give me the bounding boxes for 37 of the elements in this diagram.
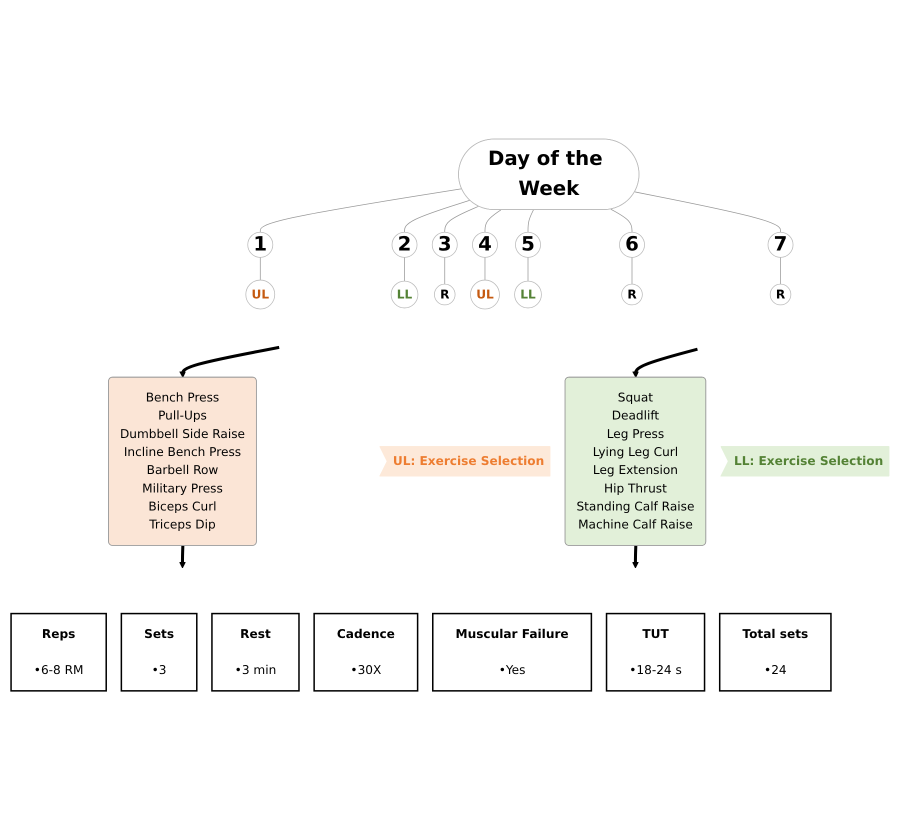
arrow (179, 345, 280, 378)
node-box: TUT •18-24 s (606, 612, 706, 692)
node-circle: LL (390, 280, 418, 308)
node-circle: 1 (247, 231, 274, 258)
node-circle: LL (514, 280, 542, 308)
connector (634, 191, 781, 232)
node-box: Reps •6-8 RM (10, 612, 107, 692)
node-box: Rest •3 min (211, 612, 300, 692)
arrow (632, 347, 698, 378)
node-circle: R (621, 283, 643, 305)
connector (404, 256, 405, 282)
connector (404, 199, 470, 232)
arrow (632, 545, 639, 568)
node-circle: 2 (392, 231, 418, 258)
connector (260, 256, 261, 280)
node-box: Total sets •24 (718, 612, 832, 692)
connector (780, 256, 781, 284)
node-circle: R (434, 283, 456, 305)
connector (484, 256, 486, 280)
connector (444, 205, 479, 232)
node-circle: 4 (472, 231, 498, 258)
node-circle: 7 (768, 231, 794, 258)
connector (484, 209, 502, 232)
node-circle: R (770, 283, 792, 305)
arrow (179, 545, 186, 568)
connector (260, 188, 462, 232)
node-box: Sets •3 (120, 612, 198, 692)
node-circle: 5 (515, 231, 541, 258)
node-circle: UL (470, 279, 500, 309)
node-box: Cadence •30X (313, 612, 418, 692)
node-box: Muscular Failure •Yes (432, 612, 592, 692)
node-circle: UL (245, 279, 276, 309)
connector (610, 208, 632, 232)
connector (444, 256, 446, 284)
node-circle: 3 (432, 231, 458, 258)
node-circle: 6 (619, 231, 645, 258)
connector (528, 209, 534, 232)
